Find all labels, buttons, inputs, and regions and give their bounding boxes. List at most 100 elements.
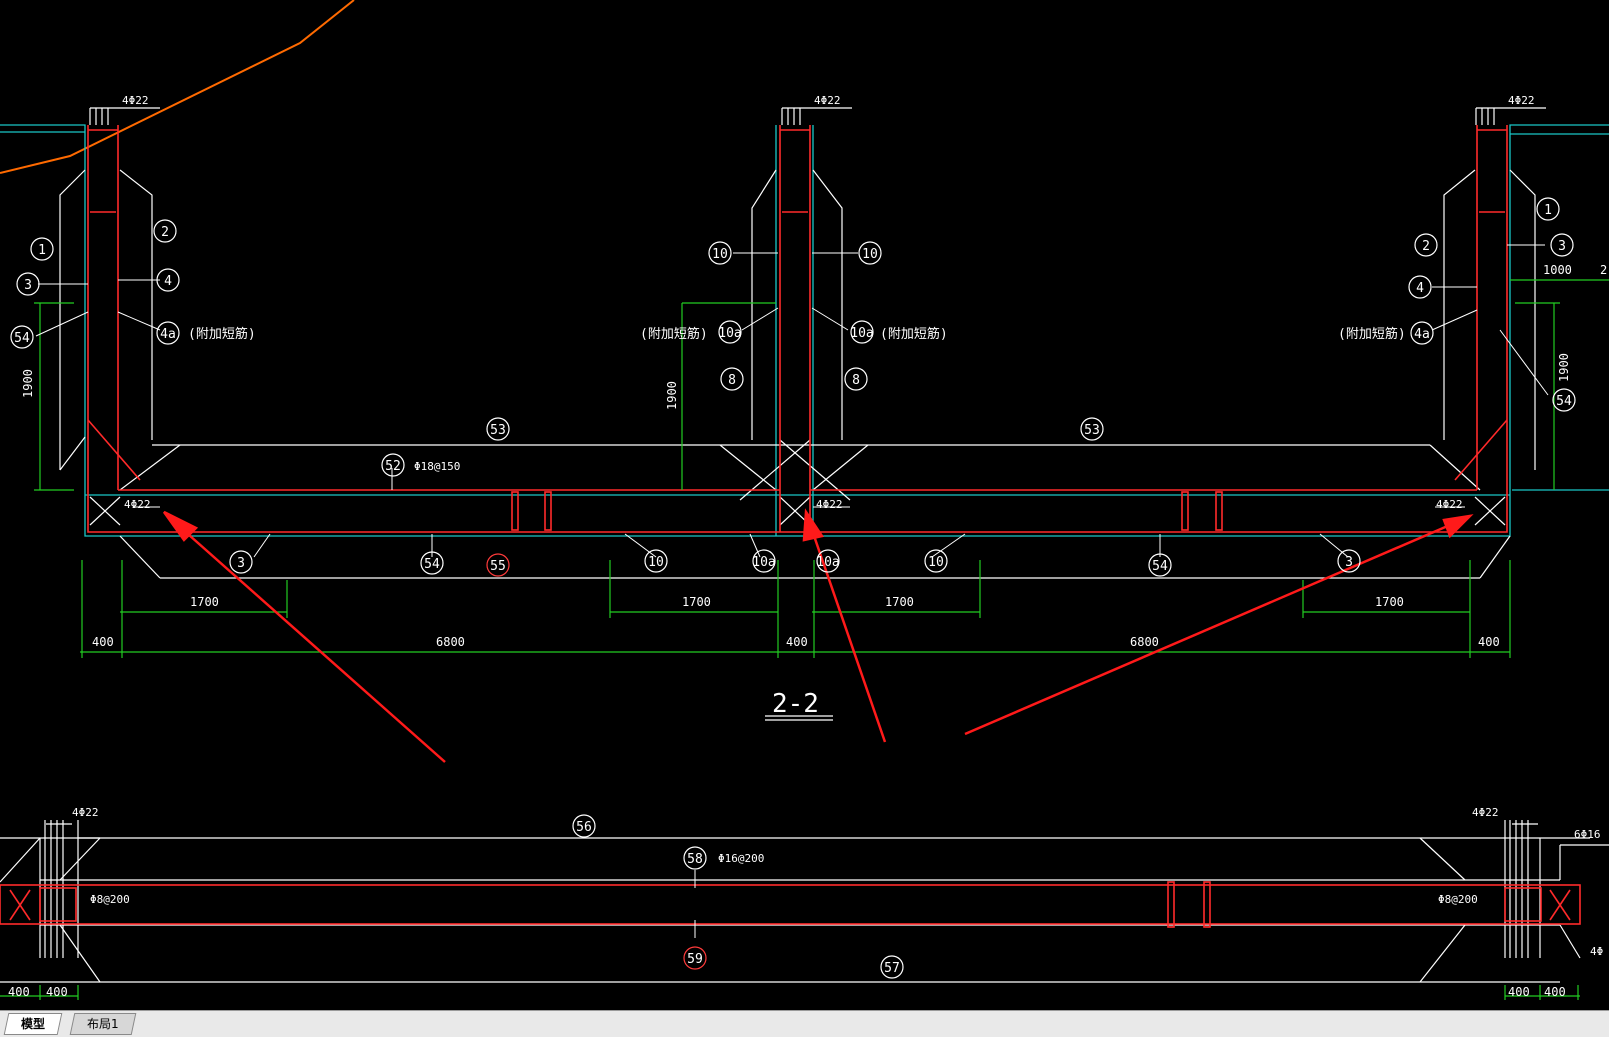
- marker-s53b-circle: [1080, 417, 1104, 441]
- label-top-left: 4Φ22: [122, 94, 149, 107]
- marker-l3-label: 3: [24, 278, 32, 293]
- marker-b54a-label: 54: [424, 557, 440, 572]
- marker-b10d-circle: [924, 549, 948, 573]
- label-lower-top-right: 4Φ22: [1472, 806, 1499, 819]
- marker-t58-circle: [683, 846, 707, 870]
- marker-l3-circle: [16, 272, 40, 296]
- marker-t56-label: 56: [576, 820, 592, 835]
- marker-r1-label: 1: [1544, 203, 1552, 218]
- marker-r4-label: 4: [1416, 281, 1424, 296]
- marker-l54-circle: [10, 325, 34, 349]
- marker-b3a-circle: [229, 550, 253, 574]
- marker-l4-label: 4: [164, 274, 172, 289]
- lower-section: [0, 820, 1609, 983]
- label-lower-right-bottom: 4Φ: [1590, 945, 1603, 958]
- note-left: (附加短筋): [188, 326, 256, 342]
- note-middle-right: (附加短筋): [880, 326, 948, 342]
- marker-m10c-label: 10a: [718, 326, 741, 341]
- label-lower-top-left: 4Φ22: [72, 806, 99, 819]
- marker-l1-circle: [30, 237, 54, 261]
- label-lower-right-edge: 6Φ16: [1574, 828, 1601, 841]
- marker-m10b-circle: [858, 241, 882, 265]
- marker-m10d-circle: [850, 320, 874, 344]
- dim-1700-2: 1700: [682, 595, 711, 609]
- marker-t57-label: 57: [884, 961, 900, 976]
- outline-layer: [0, 124, 1609, 537]
- label-top-right: 4Φ22: [1508, 94, 1535, 107]
- note-middle-left: (附加短筋): [640, 326, 708, 342]
- marker-l1-label: 1: [38, 243, 46, 258]
- marker-r3-circle: [1550, 233, 1574, 257]
- tab-layout-1[interactable]: 布局1: [69, 1013, 136, 1035]
- dim-right-cut: 2: [1600, 263, 1607, 277]
- marker-r2-label: 2: [1422, 239, 1430, 254]
- dim-1700-1: 1700: [190, 595, 219, 609]
- cad-drawing-canvas[interactable]: 12344a54101010a10a8812344a54535352354551…: [0, 0, 1609, 1010]
- marker-b3b-label: 3: [1345, 555, 1353, 570]
- marker-t59-label: 59: [687, 952, 703, 967]
- annotation-arrows: [162, 508, 1474, 763]
- marker-b10b-label: 10a: [752, 555, 775, 570]
- marker-m10a-label: 10: [712, 247, 728, 262]
- section-title: 2-2: [772, 689, 819, 719]
- tab-model[interactable]: 模型: [3, 1013, 63, 1035]
- label-bot-right: 4Φ22: [1436, 498, 1463, 511]
- marker-r4-circle: [1408, 275, 1432, 299]
- marker-l2-circle: [153, 219, 177, 243]
- concrete-layer: [59, 107, 1546, 721]
- marker-l54-label: 54: [14, 331, 30, 346]
- marker-b10b-circle: [752, 549, 776, 573]
- marker-b55-label: 55: [490, 559, 506, 574]
- marker-b55-circle: [486, 553, 510, 577]
- note-right: (附加短筋): [1338, 326, 1406, 342]
- dim-mid-wall-height: 1900: [665, 381, 679, 410]
- marker-l4a-label: 4a: [160, 327, 176, 342]
- marker-b3b-circle: [1337, 549, 1361, 573]
- marker-b54b-circle: [1148, 553, 1172, 577]
- marker-b54a-circle: [420, 551, 444, 575]
- marker-t58-label: 58: [687, 852, 703, 867]
- marker-s53a-label: 53: [490, 423, 506, 438]
- marker-s53a-circle: [486, 417, 510, 441]
- marker-m8b-label: 8: [852, 373, 860, 388]
- dimension-text-layer: 1900 1900 1900 1000 2 1700 1700 1700 170…: [8, 263, 1607, 999]
- sketch-polyline: [0, 0, 355, 174]
- marker-s52-label: 52: [385, 459, 401, 474]
- label-lower-slab: Φ16@200: [718, 852, 764, 865]
- marker-m8a-label: 8: [728, 373, 736, 388]
- marker-t59-circle: [683, 946, 707, 970]
- dim-6800-2: 6800: [1130, 635, 1159, 649]
- marker-l4a-circle: [156, 321, 180, 345]
- marker-s53b-label: 53: [1084, 423, 1100, 438]
- marker-r54-circle: [1552, 388, 1576, 412]
- marker-r4a-circle: [1410, 321, 1434, 345]
- marker-t57-circle: [880, 955, 904, 979]
- leader-layer: [35, 244, 1549, 938]
- dim-lower-400-3: 400: [1508, 985, 1530, 999]
- marker-m8b-circle: [844, 367, 868, 391]
- dim-1700-3: 1700: [885, 595, 914, 609]
- marker-r2-circle: [1414, 233, 1438, 257]
- marker-b3a-label: 3: [237, 556, 245, 571]
- dim-400-1: 400: [92, 635, 114, 649]
- marker-b10c-label: 10a: [816, 555, 839, 570]
- marker-s52-circle: [381, 453, 405, 477]
- label-slab-rebar: Φ18@150: [414, 460, 460, 473]
- note-layer: (附加短筋) (附加短筋) (附加短筋) (附加短筋): [188, 326, 1406, 342]
- label-lower-left-stirrup: Φ8@200: [90, 893, 130, 906]
- label-bot-left: 4Φ22: [124, 498, 151, 511]
- layout-tab-bar: 模型 布局1: [0, 1010, 1609, 1037]
- dim-right-top: 1000: [1543, 263, 1572, 277]
- dim-400-3: 400: [1478, 635, 1500, 649]
- dim-6800-1: 6800: [436, 635, 465, 649]
- marker-t56-circle: [572, 814, 596, 838]
- marker-r3-label: 3: [1558, 239, 1566, 254]
- marker-m10a-circle: [708, 241, 732, 265]
- dim-left-wall-height: 1900: [21, 369, 35, 398]
- dim-1700-4: 1700: [1375, 595, 1404, 609]
- label-bot-mid: 4Φ22: [816, 498, 843, 511]
- marker-r4a-label: 4a: [1414, 327, 1430, 342]
- marker-m10d-label: 10a: [850, 326, 873, 341]
- marker-r1-circle: [1536, 197, 1560, 221]
